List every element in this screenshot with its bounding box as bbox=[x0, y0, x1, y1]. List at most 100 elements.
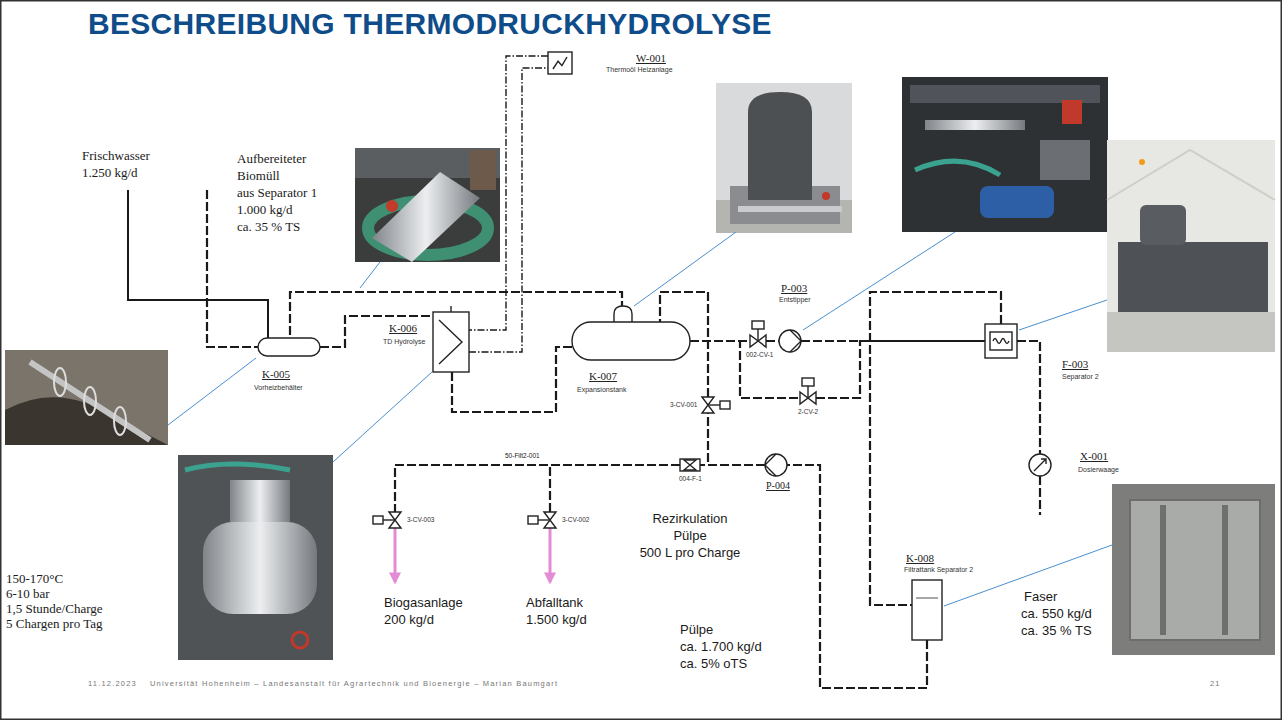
valve-actuator bbox=[802, 378, 814, 386]
control-valve: 3-CV-003 bbox=[387, 512, 403, 528]
vessel-body bbox=[258, 338, 320, 356]
photo-biowaste-feed-part bbox=[470, 150, 496, 190]
photo-hydrolysis-reactor-part bbox=[203, 522, 317, 614]
separator-body bbox=[985, 324, 1017, 358]
stream-value: 1.500 kg/d bbox=[526, 613, 587, 628]
photo-hydrolysis-reactor bbox=[178, 455, 333, 660]
separator-symbol-symbol bbox=[985, 324, 1017, 358]
separator-screen bbox=[990, 332, 1012, 350]
process-parameter: 150-170°C bbox=[6, 572, 63, 587]
photo-separator-part bbox=[1139, 159, 1145, 165]
pump-impeller bbox=[790, 330, 801, 352]
stream-value: 1.250 kg/d bbox=[82, 166, 138, 181]
tank-level bbox=[916, 598, 938, 599]
stream-label: Biomüll bbox=[237, 169, 280, 184]
photo-biowaste-feed bbox=[355, 148, 500, 262]
flow-meter: 004-F-1 bbox=[680, 459, 700, 471]
control-valve: 3-CV-001 bbox=[700, 397, 716, 413]
valve-body bbox=[800, 392, 816, 404]
page-number: 21 bbox=[1210, 680, 1221, 688]
stream-value: ca. 1.700 kg/d bbox=[680, 640, 762, 655]
equipment-tag: 002-CV-1 bbox=[746, 351, 773, 358]
leader-line bbox=[168, 232, 1112, 606]
equipment-name: TD Hydrolyse bbox=[383, 338, 425, 346]
stream-label: aus Separator 1 bbox=[237, 186, 317, 201]
photo-filtrate-tank-part bbox=[1222, 505, 1228, 635]
pump-symbol: P-003Entstipper bbox=[779, 330, 801, 352]
photo-preheater-screw-part bbox=[114, 407, 126, 435]
valve-body bbox=[389, 512, 401, 528]
process-parameter: 5 Chargen pro Tag bbox=[6, 617, 102, 632]
feed-pipe-part bbox=[1039, 476, 1041, 515]
footer-text: Universität Hohenheim – Landesanstalt fü… bbox=[150, 680, 558, 688]
valve-body bbox=[702, 397, 714, 413]
photo-hydrolysis-reactor-part bbox=[185, 464, 290, 470]
recirculation-note: Rezirkulation bbox=[630, 512, 750, 527]
equipment-tag: F-003 bbox=[1062, 358, 1088, 371]
photo-pump-skid bbox=[902, 77, 1108, 232]
photo-expansion-tank-part bbox=[748, 92, 812, 200]
valve-body bbox=[750, 335, 766, 347]
heater-unit-symbol bbox=[548, 52, 572, 74]
equipment-tag: X-001 bbox=[1080, 450, 1108, 463]
heater-zigzag bbox=[553, 57, 567, 69]
process-pipe bbox=[816, 341, 985, 398]
photo-expansion-tank-part bbox=[716, 83, 852, 233]
slide-title: BESCHREIBUNG THERMODRUCKHYDROLYSE bbox=[88, 6, 772, 42]
feed-pipe bbox=[128, 190, 1040, 515]
photo-pump-skid-part bbox=[1062, 100, 1082, 124]
equipment-tag: 3-CV-002 bbox=[562, 516, 589, 523]
valve-actuator bbox=[752, 321, 764, 329]
leader-line-part bbox=[360, 262, 380, 288]
footer-date: 11.12.2023 bbox=[88, 680, 137, 688]
stream-label: Abfalltank bbox=[526, 596, 583, 611]
valve-actuator bbox=[528, 516, 538, 524]
control-valve-symbol bbox=[750, 333, 766, 349]
pump-symbol-symbol bbox=[765, 454, 787, 476]
vessel-dome bbox=[614, 306, 632, 324]
filtrate-tank-symbol bbox=[912, 580, 942, 640]
expansion-tank: K-007Expansionstank bbox=[572, 322, 690, 360]
pump-casing bbox=[765, 454, 787, 476]
equipment-name: Dosierwaage bbox=[1078, 466, 1119, 474]
filtrate-tank: K-008Filtrattank Separator 2 bbox=[912, 580, 942, 640]
reactor-body bbox=[433, 312, 469, 372]
process-pipe bbox=[452, 347, 572, 412]
leader-line-part bbox=[634, 232, 736, 306]
actuator-stem bbox=[708, 404, 720, 405]
valve-actuator bbox=[720, 401, 730, 409]
leader-line-part bbox=[803, 232, 955, 330]
pump-symbol-symbol bbox=[779, 330, 801, 352]
equipment-tag: K-006 bbox=[389, 322, 417, 335]
equipment-name: Entstipper bbox=[779, 296, 811, 304]
stream-label: Faser bbox=[1024, 590, 1057, 605]
preheat-vessel: K-005Vorheizbehälter bbox=[258, 338, 320, 356]
photo-biowaste-feed-part bbox=[386, 200, 398, 212]
photo-pump-skid-part bbox=[1040, 140, 1090, 180]
heating-coil bbox=[439, 320, 462, 364]
control-valve: 002-CV-1 bbox=[750, 333, 766, 349]
photo-pump-skid-part bbox=[925, 120, 1025, 130]
control-valve-symbol bbox=[542, 512, 558, 528]
process-pipe bbox=[1017, 341, 1040, 454]
actuator-stem bbox=[383, 519, 395, 520]
process-pipe bbox=[708, 413, 765, 465]
stream-value: ca. 35 % TS bbox=[1021, 624, 1092, 639]
process-pipe bbox=[766, 340, 779, 342]
scale-pointer bbox=[1034, 459, 1046, 471]
process-pipe bbox=[550, 465, 680, 512]
control-valve-symbol bbox=[387, 512, 403, 528]
leader-line-part bbox=[168, 358, 256, 425]
photo-hydrolysis-reactor-part bbox=[178, 455, 333, 660]
stream-label: Biogasanlage bbox=[384, 596, 463, 611]
photo-expansion-tank bbox=[716, 83, 852, 233]
separator-symbol: F-003Separator 2 bbox=[985, 324, 1017, 358]
equipment-name: Vorheizbehälter bbox=[254, 384, 303, 392]
discharge-arrow-part bbox=[549, 528, 552, 582]
photo-expansion-tank-part bbox=[738, 206, 842, 212]
photo-preheater-screw bbox=[5, 350, 168, 445]
actuator-stem bbox=[757, 329, 758, 341]
valve-actuator bbox=[373, 516, 383, 524]
equipment-tag: 3-CV-001 bbox=[670, 401, 697, 408]
recirculation-note: 500 L pro Charge bbox=[630, 546, 750, 561]
